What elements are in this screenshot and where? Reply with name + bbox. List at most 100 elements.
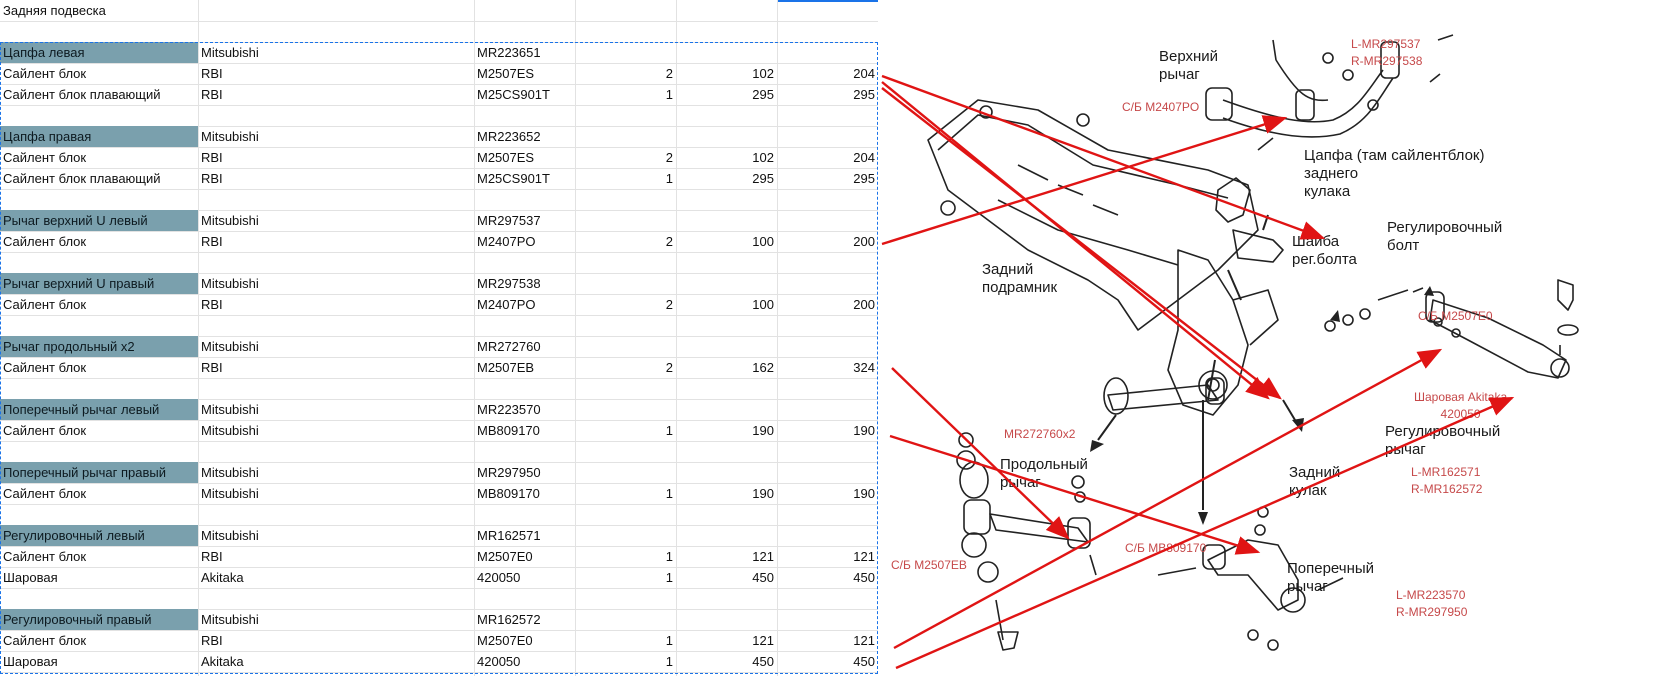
cell-part[interactable]: MB809170 [477,486,540,501]
cell-total[interactable] [777,273,878,294]
cell-qty[interactable]: 1 [665,570,673,585]
cell-part[interactable]: MR297538 [477,276,541,291]
cell-part[interactable]: M2507ES [477,66,535,81]
cell-qty[interactable]: 1 [665,654,673,669]
cell-price[interactable] [676,210,777,231]
cell-part[interactable]: MR162572 [477,612,541,627]
cell-total[interactable] [777,462,878,483]
cell-name[interactable]: Сайлент блок [3,297,87,312]
cell-qty[interactable]: 1 [665,87,673,102]
cell-brand[interactable]: RBI [201,87,223,102]
cell-total[interactable]: 200 [853,297,875,312]
sheet-title[interactable]: Задняя подвеска [3,3,106,18]
cell-total[interactable]: 200 [853,234,875,249]
cell-brand[interactable]: Mitsubishi [201,612,259,627]
cell-brand[interactable]: Akitaka [201,570,244,585]
cell-total[interactable] [777,210,878,231]
cell-part[interactable]: MR162571 [477,528,541,543]
cell-qty[interactable]: 1 [665,486,673,501]
cell-name[interactable]: Рычаг верхний U левый [0,210,198,231]
cell-price[interactable] [676,525,777,546]
cell-name[interactable]: Сайлент блок плавающий [3,171,161,186]
cell-brand[interactable]: Mitsubishi [201,423,259,438]
cell-part[interactable]: 420050 [477,570,521,585]
cell-price[interactable]: 102 [752,150,774,165]
cell-price[interactable]: 450 [752,570,774,585]
cell-brand[interactable]: RBI [201,66,223,81]
cell-brand[interactable]: Mitsubishi [201,528,259,543]
cell-qty[interactable] [575,525,676,546]
cell-brand[interactable]: Mitsubishi [201,465,259,480]
cell-part[interactable]: M25CS901T [477,171,550,186]
cell-total[interactable] [777,399,878,420]
cell-qty[interactable]: 2 [665,297,673,312]
cell-part[interactable]: MR272760 [477,339,541,354]
cell-qty[interactable] [575,609,676,630]
cell-total[interactable]: 450 [853,654,875,669]
cell-qty[interactable]: 2 [665,234,673,249]
cell-name[interactable]: Сайлент блок [3,66,87,81]
cell-total[interactable] [777,42,878,63]
cell-part[interactable]: MR223570 [477,402,541,417]
cell-brand[interactable]: RBI [201,234,223,249]
cell-total[interactable] [777,525,878,546]
cell-brand[interactable]: Mitsubishi [201,213,259,228]
cell-brand[interactable]: RBI [201,150,223,165]
cell-brand[interactable]: Mitsubishi [201,402,259,417]
cell-qty[interactable]: 1 [665,633,673,648]
cell-total[interactable]: 295 [853,171,875,186]
cell-qty[interactable] [575,210,676,231]
cell-part[interactable]: MR223652 [477,129,541,144]
cell-price[interactable]: 190 [752,486,774,501]
cell-part[interactable]: M2407PO [477,234,536,249]
cell-total[interactable]: 295 [853,87,875,102]
cell-price[interactable] [676,399,777,420]
cell-total[interactable]: 190 [853,486,875,501]
cell-total[interactable]: 190 [853,423,875,438]
cell-name[interactable]: Сайлент блок [3,150,87,165]
cell-qty[interactable]: 1 [665,171,673,186]
cell-part[interactable]: M2507E0 [477,633,533,648]
cell-qty[interactable]: 1 [665,549,673,564]
cell-qty[interactable]: 2 [665,66,673,81]
cell-name[interactable]: Сайлент блок [3,360,87,375]
cell-brand[interactable]: RBI [201,297,223,312]
cell-qty[interactable] [575,336,676,357]
cell-brand[interactable]: Mitsubishi [201,129,259,144]
cell-qty[interactable] [575,126,676,147]
cell-brand[interactable]: Akitaka [201,654,244,669]
cell-qty[interactable]: 1 [665,423,673,438]
cell-name[interactable]: Шаровая [3,570,58,585]
cell-price[interactable] [676,462,777,483]
cell-name[interactable]: Сайлент блок [3,486,87,501]
cell-brand[interactable]: RBI [201,633,223,648]
cell-brand[interactable]: Mitsubishi [201,45,259,60]
cell-price[interactable]: 121 [752,549,774,564]
cell-price[interactable]: 295 [752,87,774,102]
cell-part[interactable]: MR297537 [477,213,541,228]
cell-name[interactable]: Поперечный рычаг правый [0,462,198,483]
cell-price[interactable]: 295 [752,171,774,186]
cell-price[interactable] [676,126,777,147]
cell-qty[interactable] [575,42,676,63]
cell-price[interactable]: 102 [752,66,774,81]
cell-total[interactable]: 450 [853,570,875,585]
cell-name[interactable]: Рычаг верхний U правый [0,273,198,294]
